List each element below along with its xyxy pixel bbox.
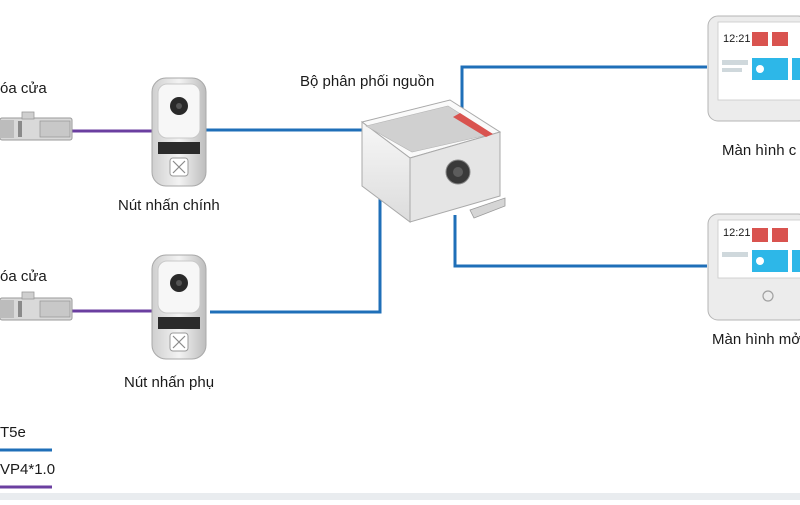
indoor-monitor-main xyxy=(707,15,800,122)
cables xyxy=(70,65,707,314)
monitor-sub-time: 12:21 xyxy=(723,227,751,239)
door-lock-top xyxy=(0,111,73,141)
bottom-strip xyxy=(0,493,800,500)
door-station-sub xyxy=(151,254,207,360)
label-door-lock-top: óa cửa xyxy=(0,80,47,97)
label-main-button: Nút nhấn chính xyxy=(118,197,220,214)
legend-label-rvv: VP4*1.0 xyxy=(0,461,56,478)
legend xyxy=(0,448,52,489)
label-distributor: Bộ phân phối nguồn xyxy=(300,73,435,90)
indoor-monitor-sub xyxy=(707,213,800,321)
label-monitor-sub: Màn hình mở xyxy=(712,331,800,348)
door-station-main xyxy=(151,77,207,187)
power-distributor xyxy=(360,99,506,223)
door-lock-bottom xyxy=(0,291,73,321)
legend-label-cat5e: T5e xyxy=(0,424,26,441)
label-sub-button: Nút nhấn phụ xyxy=(124,374,215,391)
monitor-main-time: 12:21 xyxy=(723,33,751,45)
label-door-lock-bottom: óa cửa xyxy=(0,268,47,285)
cable-sub-button-to-distributor xyxy=(210,188,382,314)
label-monitor-main: Màn hình c xyxy=(722,142,797,159)
cable-distributor-to-main-monitor xyxy=(460,65,707,108)
cable-distributor-to-sub-monitor xyxy=(453,215,707,268)
